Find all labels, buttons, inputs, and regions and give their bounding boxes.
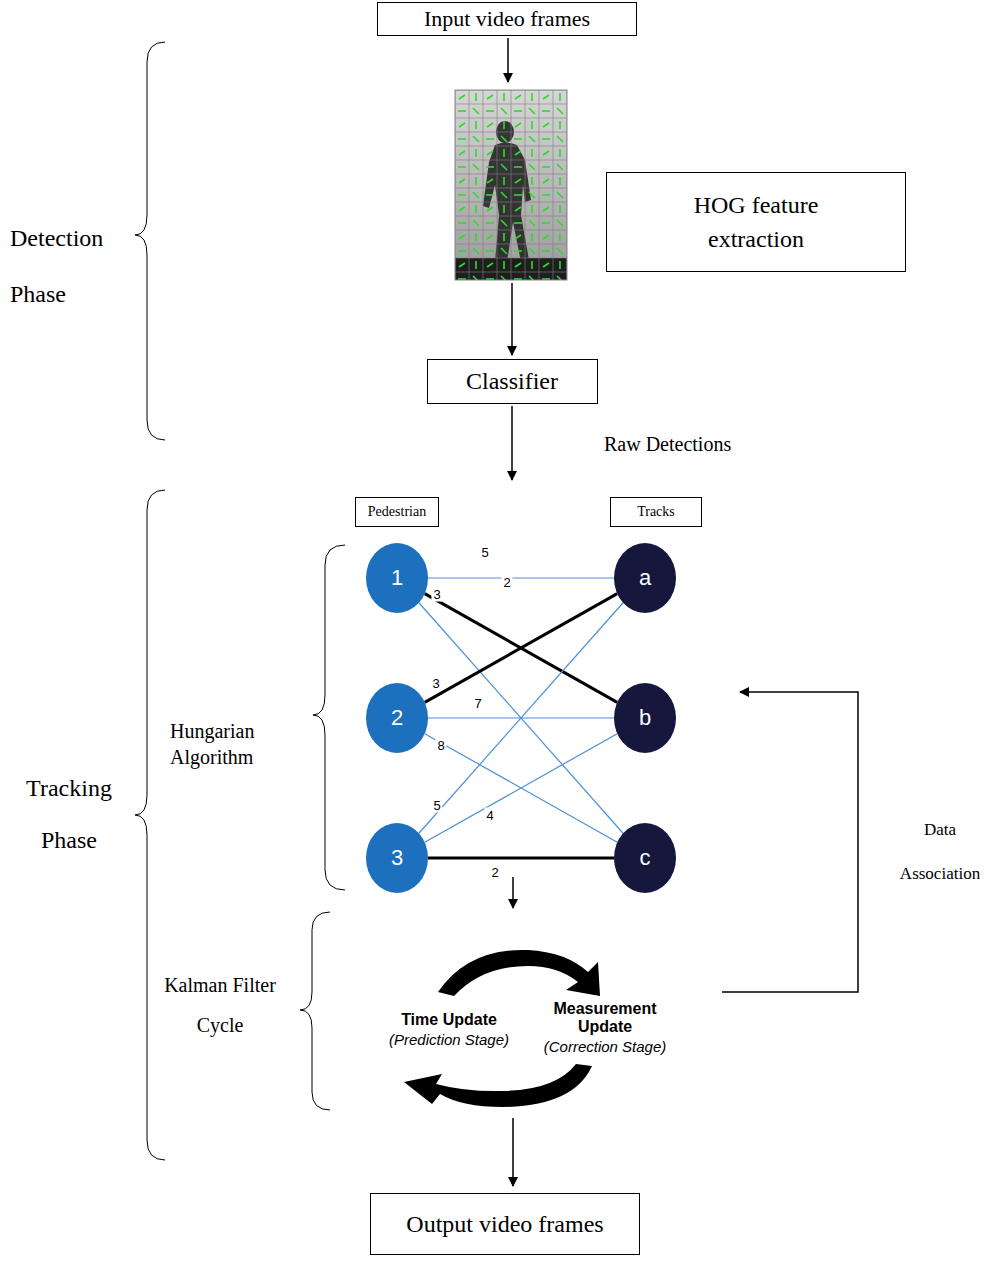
stage-title: Measurement Update <box>545 1000 665 1036</box>
brace <box>313 545 345 890</box>
flow-arrow <box>512 1118 514 1186</box>
hog-frame <box>455 90 567 280</box>
flow-arrow <box>511 283 513 355</box>
cycle-arrow <box>404 1064 592 1107</box>
node-text-group: Output video frames <box>406 1210 603 1238</box>
track-node: c <box>614 823 676 893</box>
node-text: c <box>640 845 651 871</box>
candidate-edge <box>425 734 618 843</box>
pedestrian-node: 2 <box>366 683 428 753</box>
flow-arrow <box>511 406 513 480</box>
node-text: 3 <box>391 845 403 871</box>
node-text: Tracks <box>637 503 675 521</box>
matched-edge <box>425 594 618 703</box>
cycle-arrows <box>404 950 600 1107</box>
classifier-box: Classifier <box>427 359 598 404</box>
node-text-group: HOG feature extraction <box>646 188 866 256</box>
feedback-label: Data Association <box>892 808 988 896</box>
node-text-group: b <box>639 705 651 731</box>
node-text-group: c <box>640 845 651 871</box>
edge-weight: 5 <box>431 798 442 813</box>
brace <box>300 912 330 1110</box>
input-box: Input video frames <box>377 2 637 36</box>
candidate-edge <box>425 734 618 843</box>
edge-weight: 7 <box>472 696 483 711</box>
candidate-edge <box>419 603 623 834</box>
hog-grid <box>455 90 567 280</box>
node-text: Pedestrian <box>368 503 426 521</box>
hog-background <box>455 90 567 280</box>
flow-label: Raw Detections <box>604 432 774 456</box>
candidate-edge <box>428 577 614 578</box>
node-text: a <box>639 565 651 591</box>
node-text-group: 2 <box>391 705 403 731</box>
track-node: b <box>614 683 676 753</box>
cycle-arrow <box>438 950 600 996</box>
node-text-group: Tracks <box>637 503 675 521</box>
step-label: Hungarian Algorithm <box>170 718 300 770</box>
hog-gradients <box>455 90 567 280</box>
feature-box: HOG feature extraction <box>606 172 906 272</box>
matched-edge <box>428 857 614 860</box>
brace <box>135 42 165 440</box>
stage-subtitle: (Prediction Stage) <box>374 1031 524 1049</box>
node-text: b <box>639 705 651 731</box>
phase-label: Tracking Phase <box>8 762 130 866</box>
candidate-edge <box>419 603 623 834</box>
node-text-group: a <box>639 565 651 591</box>
edge-weight: 8 <box>435 738 446 753</box>
node-text: Input video frames <box>424 6 590 32</box>
flow-arrow <box>507 38 509 82</box>
edge-weight: 2 <box>489 865 500 880</box>
track-node: a <box>614 543 676 613</box>
column-header: Pedestrian <box>355 497 439 527</box>
pedestrian-node: 1 <box>366 543 428 613</box>
stage-subtitle: (Correction Stage) <box>530 1038 680 1056</box>
pedestrian-node: 3 <box>366 823 428 893</box>
column-header: Tracks <box>610 497 702 527</box>
node-text-group: 3 <box>391 845 403 871</box>
edge-weight: 3 <box>430 676 441 691</box>
edge-weight: 2 <box>501 575 512 590</box>
node-text: 2 <box>391 705 403 731</box>
node-text-group: Classifier <box>466 367 558 395</box>
node-text-group: 1 <box>391 565 403 591</box>
braces <box>135 42 345 1160</box>
matched-edge <box>425 594 618 703</box>
node-text-group: Input video frames <box>424 6 590 32</box>
feedback-arrow <box>722 692 858 992</box>
output-box: Output video frames <box>370 1193 640 1255</box>
brace <box>135 490 165 1160</box>
stage-title: Time Update <box>384 1010 514 1030</box>
node-text-group: Pedestrian <box>368 503 426 521</box>
node-text: Output video frames <box>406 1210 603 1238</box>
node-text: Classifier <box>466 367 558 395</box>
phase-label: Detection Phase <box>10 210 140 322</box>
node-text: HOG feature extraction <box>646 188 866 256</box>
flow-arrow <box>512 877 514 908</box>
edge-weight: 3 <box>431 587 442 602</box>
edge-weight: 4 <box>484 808 495 823</box>
edge-weight: 5 <box>479 545 490 560</box>
step-label: Kalman Filter Cycle <box>155 965 285 1045</box>
hog-image <box>455 90 567 280</box>
node-text: 1 <box>391 565 403 591</box>
